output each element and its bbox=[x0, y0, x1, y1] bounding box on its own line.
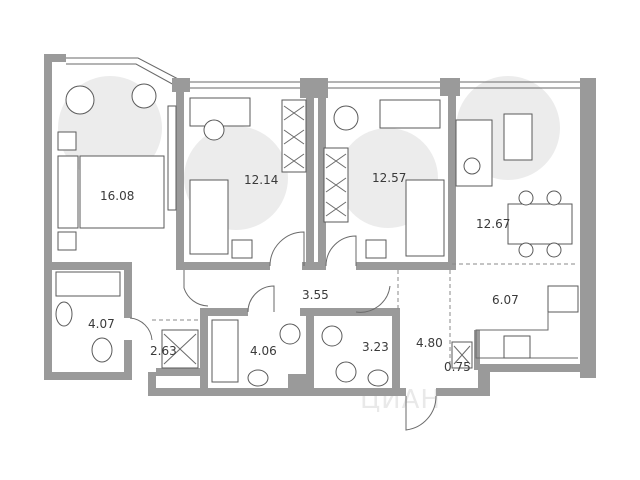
bed-single bbox=[189, 179, 229, 255]
wall-segment bbox=[436, 388, 490, 396]
bed-headboard bbox=[57, 155, 79, 229]
balcony-rail bbox=[66, 63, 177, 87]
wall-segment bbox=[148, 372, 156, 396]
wall-storage bbox=[474, 330, 480, 370]
wall-outer-right bbox=[580, 78, 596, 378]
wall-outer-bottom-right bbox=[490, 364, 596, 372]
toilet bbox=[91, 337, 113, 363]
wall-segment bbox=[44, 54, 66, 62]
coffee-table bbox=[503, 113, 533, 161]
door-bath1 bbox=[129, 317, 153, 341]
sink bbox=[503, 335, 531, 359]
wall-bedroom2-bottom bbox=[176, 262, 270, 270]
shower-tray bbox=[211, 319, 239, 383]
nightstand bbox=[57, 131, 77, 151]
area-label-wc: 3.23 bbox=[362, 340, 389, 354]
doors bbox=[129, 231, 437, 431]
wall-bath2-wc-divider bbox=[306, 308, 314, 392]
furniture bbox=[55, 83, 579, 387]
nightstand bbox=[365, 239, 387, 259]
toilet bbox=[321, 325, 343, 347]
side-table bbox=[463, 157, 481, 175]
wall-bedroom3-right bbox=[448, 90, 456, 270]
wardrobe-hatch bbox=[325, 153, 347, 217]
wardrobe bbox=[281, 99, 307, 173]
area-label-corridor: 4.80 bbox=[416, 336, 443, 350]
armchair bbox=[65, 85, 95, 115]
washbasin bbox=[367, 369, 389, 387]
door-bath2 bbox=[247, 285, 275, 313]
door-entrance bbox=[405, 395, 437, 431]
room-labels: 16.08 12.14 12.57 12.67 6.07 4.07 2.63 3… bbox=[88, 171, 519, 374]
toilet bbox=[279, 323, 301, 345]
wall-outer-bottom bbox=[148, 388, 406, 396]
nightstand bbox=[57, 231, 77, 251]
walls bbox=[44, 54, 596, 396]
washing-machine bbox=[335, 361, 357, 383]
wall-wc-right bbox=[392, 308, 400, 392]
plant-icon bbox=[131, 83, 157, 109]
wall-wc-top bbox=[300, 308, 400, 316]
wall-closet-bottom bbox=[156, 368, 202, 376]
chair bbox=[518, 242, 534, 258]
wall-bedrooms-divider bbox=[306, 96, 314, 270]
armchair bbox=[333, 105, 359, 131]
wall-bath1-bottom bbox=[52, 372, 132, 380]
wall-segment bbox=[302, 262, 326, 270]
wall-bath1-right bbox=[124, 262, 132, 318]
washbasin bbox=[247, 369, 269, 387]
wall-bedroom2-left bbox=[176, 90, 184, 262]
bed-single bbox=[405, 179, 445, 257]
area-label-bedroom-main: 16.08 bbox=[100, 189, 134, 203]
dining-table bbox=[507, 203, 573, 245]
area-label-hall: 3.55 bbox=[302, 288, 329, 302]
wall-bath2-top bbox=[208, 308, 248, 316]
wall-outer-left bbox=[44, 54, 52, 380]
sofa bbox=[455, 119, 493, 187]
wall-bath2-left bbox=[200, 308, 208, 392]
wall-bath1-top bbox=[52, 262, 132, 270]
wardrobe-hatch bbox=[283, 105, 305, 169]
area-label-bedroom-3: 12.57 bbox=[372, 171, 406, 185]
rack-hatch bbox=[453, 345, 471, 365]
desk bbox=[189, 97, 251, 127]
zone-lines bbox=[152, 263, 578, 368]
area-label-bathroom-1: 4.07 bbox=[88, 317, 115, 331]
wall-bath1-right bbox=[124, 340, 132, 380]
balcony-rail bbox=[66, 57, 181, 81]
stove bbox=[547, 285, 579, 313]
rack-hatch bbox=[163, 333, 197, 365]
area-label-closet: 2.63 bbox=[150, 344, 177, 358]
bathtub bbox=[55, 271, 121, 297]
bed-double bbox=[79, 155, 165, 229]
chair bbox=[518, 190, 534, 206]
wall-segment bbox=[288, 374, 308, 392]
wall-column bbox=[172, 78, 190, 92]
desk-chair bbox=[203, 119, 225, 141]
area-label-bedroom-2: 12.14 bbox=[244, 173, 278, 187]
nightstand bbox=[231, 239, 253, 259]
chair bbox=[546, 190, 562, 206]
door-wc bbox=[355, 285, 391, 313]
door-bedroom2 bbox=[269, 231, 305, 267]
area-label-kitchen: 6.07 bbox=[492, 293, 519, 307]
washbasin bbox=[55, 301, 73, 327]
wall-column bbox=[300, 78, 328, 98]
chair bbox=[546, 242, 562, 258]
interior-walls bbox=[52, 90, 480, 392]
area-label-bathroom-2: 4.06 bbox=[250, 344, 277, 358]
door-closet bbox=[183, 270, 209, 307]
wall-bedroom3-bottom bbox=[356, 262, 452, 270]
area-label-living-kitchen: 12.67 bbox=[476, 217, 510, 231]
wall-bedrooms-divider bbox=[318, 96, 326, 270]
door-bedroom3 bbox=[325, 235, 357, 267]
area-label-storage: 0.75 bbox=[444, 360, 471, 374]
wardrobe bbox=[167, 105, 177, 211]
desk bbox=[379, 99, 441, 129]
